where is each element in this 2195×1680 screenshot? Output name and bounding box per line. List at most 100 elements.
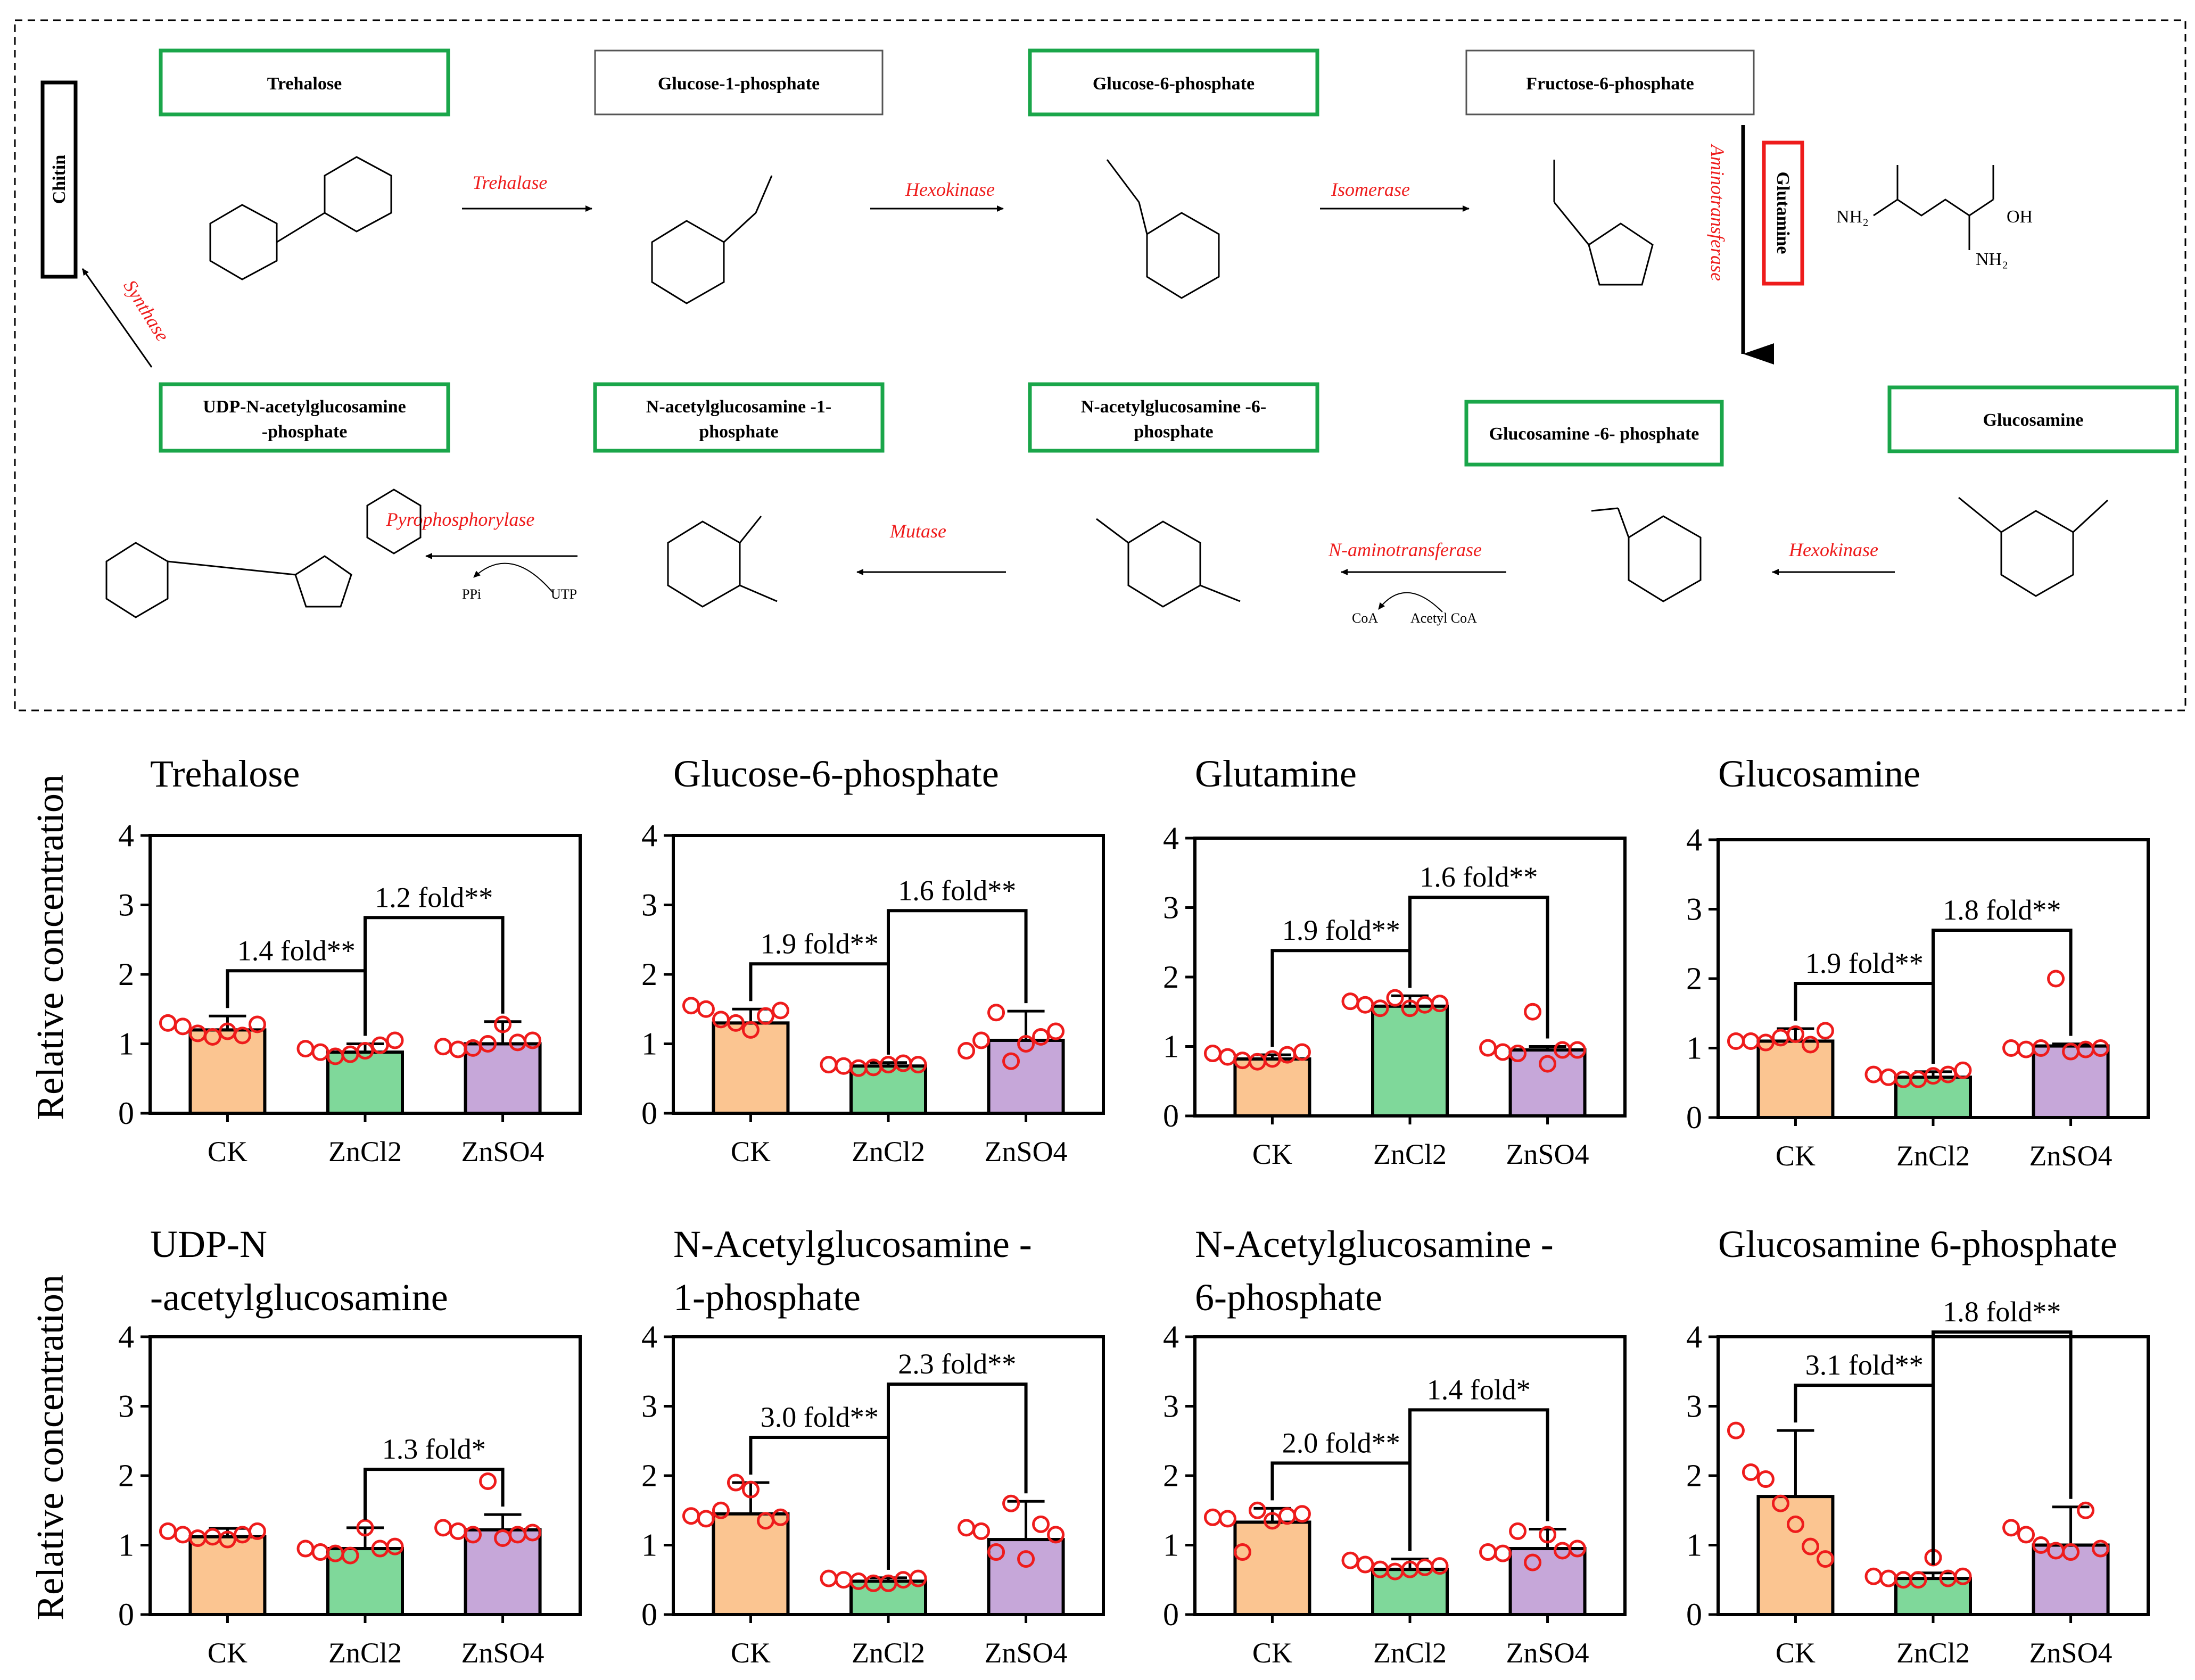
enzyme-isomerase: Isomerase (1331, 179, 1410, 200)
data-point (296, 1540, 315, 1558)
pathway-panel: Trehalose Glucose-1-phosphate Glucose-6-… (14, 19, 2186, 711)
enzyme-hexokinase-bottom: Hexokinase (1788, 539, 1878, 560)
data-point (1263, 1512, 1281, 1530)
data-point (1954, 1061, 1972, 1079)
data-point (1816, 1022, 1834, 1040)
data-point (1032, 1515, 1050, 1533)
box-glucose-1-phosphate (594, 49, 884, 115)
data-point (1047, 1526, 1065, 1544)
bar-CK (188, 1028, 267, 1115)
label-glucosamine: Glucosamine (1983, 410, 2084, 430)
data-point (1756, 1033, 1775, 1052)
bar-CK (188, 1535, 267, 1617)
structure-glucosamine (1958, 496, 2109, 597)
structure-glucose-6-phosphate (1106, 159, 1220, 299)
structure-fructose-6-phosphate (1553, 160, 1654, 286)
data-point (233, 1027, 251, 1045)
y-tick-label: 0 (641, 1597, 657, 1632)
data-point (1524, 1553, 1542, 1571)
data-point (1756, 1470, 1775, 1488)
arrow-synthase (81, 268, 153, 368)
x-tick-label: CK (1776, 1140, 1816, 1172)
x-tick-label: ZnCl2 (1896, 1637, 1970, 1669)
y-tick-label: 2 (1163, 1458, 1179, 1493)
data-point (1293, 1505, 1311, 1523)
box-fructose-6-phosphate (1465, 49, 1755, 115)
chart-title: 1-phosphate (673, 1276, 861, 1319)
chart-title: Glutamine (1195, 752, 1357, 795)
data-point (479, 1035, 497, 1053)
x-tick-label: CK (731, 1637, 771, 1669)
data-point (1786, 1025, 1804, 1043)
data-point (1356, 1555, 1374, 1574)
y-tick-label: 2 (1686, 1458, 1702, 1493)
data-point (756, 1007, 774, 1025)
data-point (386, 1031, 404, 1049)
arrow-coa (1378, 592, 1443, 613)
structure-trehalose (209, 156, 392, 280)
y-tick-label: 0 (1686, 1100, 1702, 1135)
structure-udp-nag (105, 489, 422, 618)
fold-change-label: 1.9 fold** (1805, 947, 1924, 979)
data-point (2092, 1039, 2110, 1057)
data-point (1742, 1032, 1760, 1050)
fold-change-label: 2.0 fold** (1282, 1427, 1400, 1459)
data-point (2002, 1519, 2020, 1537)
y-tick-label: 4 (1686, 822, 1702, 857)
chart-title: Glucosamine (1718, 752, 1920, 795)
data-point (771, 1002, 789, 1020)
x-tick-label: ZnCl2 (328, 1136, 402, 1168)
label-udp-nag-line2: -phosphate (262, 422, 348, 442)
enzyme-n-aminotransferase: N-aminotransferase (1328, 539, 1482, 560)
label-nag-1p-line2: phosphate (699, 422, 778, 442)
significance-bracket (887, 909, 1028, 1055)
data-point (1879, 1569, 1897, 1587)
data-point (1786, 1515, 1804, 1533)
significance-bracket (1408, 1408, 1549, 1551)
data-point (1816, 1550, 1834, 1568)
data-point (727, 1014, 745, 1032)
data-point (1569, 1041, 1587, 1059)
data-point (987, 1543, 1005, 1561)
significance-bracket (1932, 1330, 2073, 1565)
data-point (1509, 1522, 1527, 1540)
data-point (1218, 1510, 1236, 1528)
y-tick-label: 1 (1686, 1031, 1702, 1066)
data-point (2047, 970, 2065, 988)
arrow-ppi-utp (473, 562, 554, 594)
data-point (356, 1519, 374, 1537)
structure-nag-6-phosphate (1096, 518, 1241, 608)
y-tick-label: 2 (1686, 961, 1702, 996)
y-tick-label: 3 (1163, 890, 1179, 925)
fold-change-label: 1.4 fold* (1427, 1373, 1531, 1405)
label-fructose-6-phosphate: Fructose-6-phosphate (1526, 74, 1694, 94)
x-tick-label: ZnSO4 (2029, 1637, 2113, 1669)
significance-bracket (887, 1383, 1028, 1570)
data-point (712, 1501, 730, 1519)
data-point (835, 1571, 853, 1589)
fold-change-label: 1.6 fold** (898, 874, 1016, 906)
data-point (341, 1546, 359, 1565)
y-tick-label: 0 (1163, 1098, 1179, 1133)
x-tick-label: CK (1776, 1637, 1816, 1669)
data-point (1954, 1567, 1972, 1585)
data-point (2062, 1543, 2080, 1561)
x-tick-label: CK (1252, 1138, 1292, 1170)
data-point (1524, 1003, 1542, 1021)
data-point (159, 1522, 177, 1540)
data-point (1371, 999, 1389, 1017)
fold-change-label: 1.4 fold** (237, 934, 356, 966)
fold-change-label: 1.8 fold** (1943, 1296, 2061, 1328)
label-nag-1p-line1: N-acetylglucosamine -1- (646, 397, 831, 417)
box-glucosamine-6-phosphate (1464, 400, 1724, 467)
y-tick-label: 2 (118, 1458, 134, 1493)
data-point (1509, 1045, 1527, 1063)
data-point (2017, 1526, 2035, 1544)
data-point (2032, 1536, 2050, 1554)
y-tick-label: 0 (118, 1096, 134, 1131)
enzyme-trehalase: Trehalase (473, 172, 548, 193)
